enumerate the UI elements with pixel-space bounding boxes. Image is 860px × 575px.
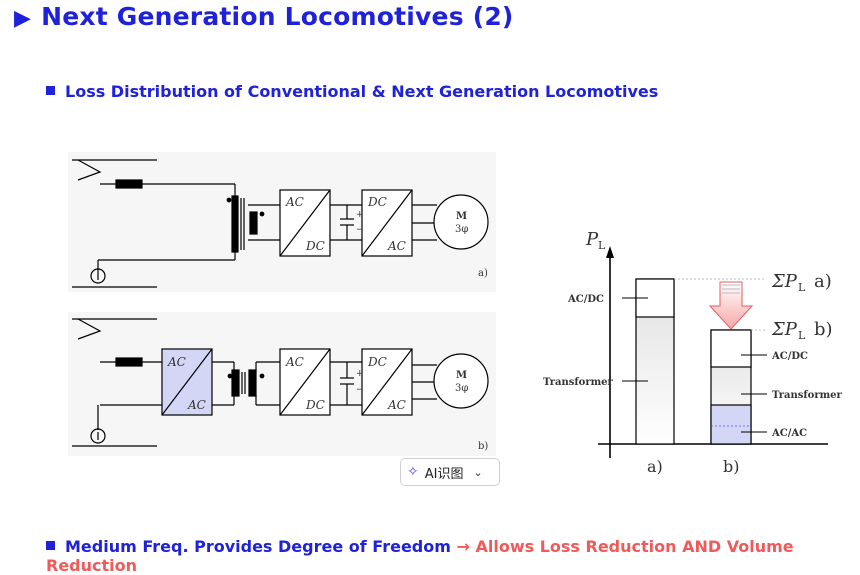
subtitle-text: Loss Distribution of Conventional & Next…: [65, 82, 659, 101]
diagram-a: [72, 159, 489, 288]
page-title: ▶ Next Generation Locomotives (2): [14, 2, 514, 31]
page-title-text: Next Generation Locomotives (2): [41, 2, 514, 31]
mf-converter-bottom-label: AC: [187, 398, 206, 412]
play-triangle-icon: ▶: [14, 6, 32, 31]
cap-minus: −: [356, 225, 364, 235]
sum-a-sub: L: [798, 281, 806, 294]
sum-b-label: ΣP: [771, 319, 798, 340]
loss-chart-labels: P L ΣP L a) ΣP L b) AC/DC Transformer AC…: [543, 229, 843, 476]
converter-ac-label: AC: [285, 195, 304, 209]
footer-arrow: →: [456, 537, 470, 556]
sum-a-tag: a): [814, 271, 832, 292]
bar-b-acac: [710, 404, 752, 445]
motor-label: M: [456, 370, 467, 381]
converter-ac-label: AC: [285, 355, 304, 369]
bar-b-acac-label: AC/AC: [771, 428, 807, 439]
reduction-arrow-icon: [708, 281, 754, 330]
converter-dc-label: DC: [305, 398, 325, 412]
subtitle: Loss Distribution of Conventional & Next…: [46, 82, 658, 101]
bar-b-transformer-label: Transformer: [772, 390, 843, 401]
bullet-square-icon: [46, 541, 55, 550]
ai-recognize-label: AI识图: [424, 466, 464, 482]
motor-phase-label: 3φ: [455, 383, 468, 394]
inverter-dc-label: DC: [367, 355, 387, 369]
y-axis-label: P: [585, 229, 599, 250]
footer-statement: Medium Freq. Provides Degree of Freedom …: [46, 537, 860, 575]
inverter-dc-label: DC: [367, 195, 387, 209]
cap-plus: +: [356, 369, 364, 379]
bar-b-acdc: [710, 329, 752, 368]
loss-chart: [598, 246, 828, 458]
mf-converter-top-label: AC: [167, 355, 186, 369]
ai-recognize-button[interactable]: ✧ AI识图 ⌄: [400, 458, 500, 486]
cap-minus: −: [356, 385, 364, 395]
diagram-b-labels: AC AC AC DC DC AC + − M 3φ b): [167, 355, 488, 452]
inverter-ac-label: AC: [387, 239, 406, 253]
sum-a-label: ΣP: [771, 271, 798, 292]
motor-label: M: [456, 211, 467, 222]
footer-right-text: Allows Loss Reduction AND Volume Reducti…: [46, 537, 794, 575]
sum-b-sub: L: [798, 329, 806, 342]
sum-b-tag: b): [814, 319, 833, 340]
motor-phase-label: 3φ: [455, 224, 468, 235]
y-axis-sub-label: L: [598, 239, 606, 252]
bar-a-acdc-label: AC/DC: [567, 294, 604, 305]
chevron-down-icon[interactable]: ⌄: [473, 465, 483, 479]
inverter-ac-label: AC: [387, 398, 406, 412]
bullet-square-icon: [46, 86, 55, 95]
sparkle-icon: ✧: [407, 464, 419, 480]
diagram-b: [72, 318, 489, 447]
converter-dc-label: DC: [305, 239, 325, 253]
footer-left-text: Medium Freq. Provides Degree of Freedom: [65, 537, 451, 556]
diagram-a-labels: AC DC DC AC + − M 3φ a): [285, 195, 488, 279]
x-label-b: b): [723, 457, 739, 476]
diagram-a-tag: a): [478, 268, 488, 279]
diagram-b-tag: b): [478, 441, 488, 452]
bar-b-acdc-label: AC/DC: [771, 351, 808, 362]
bar-a-transformer-label: Transformer: [543, 377, 614, 388]
cap-plus: +: [356, 210, 364, 220]
x-label-a: a): [647, 457, 663, 476]
